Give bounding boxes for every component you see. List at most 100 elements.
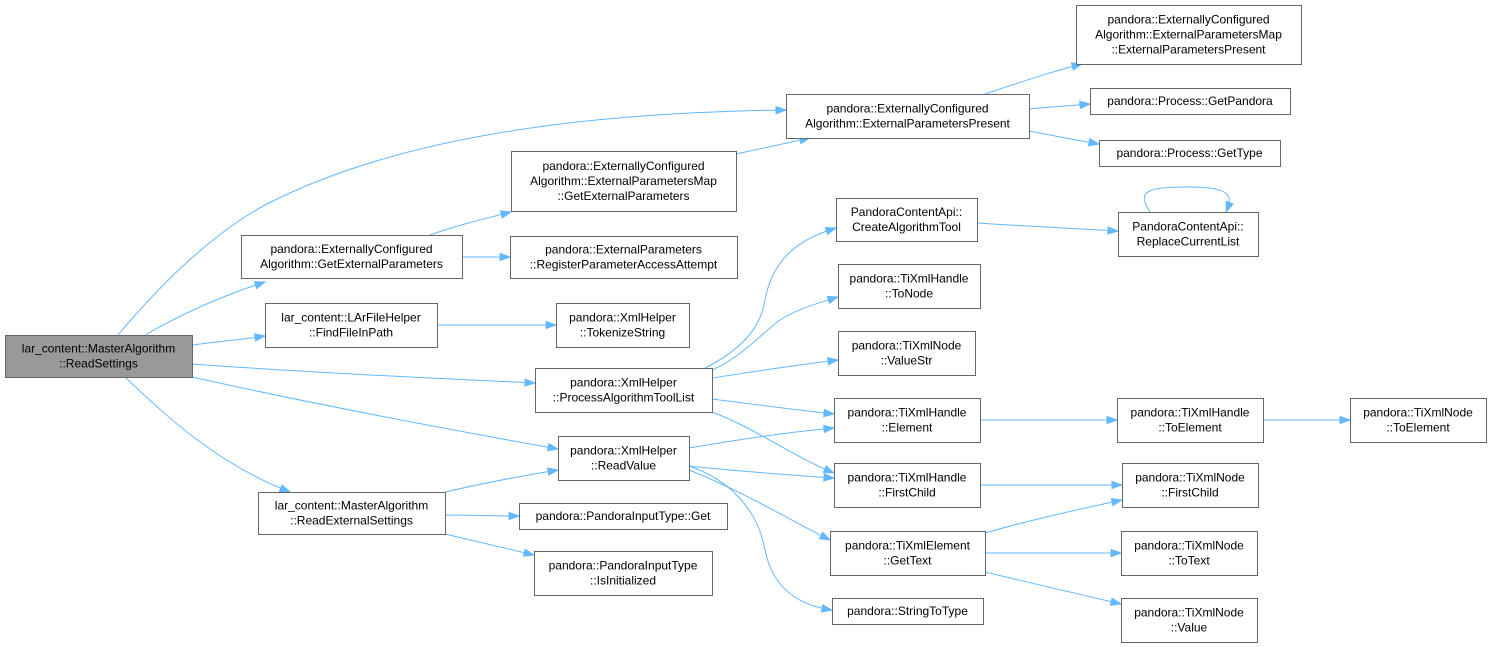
edge-read-external-settings-to-input-type-get: [444, 511, 521, 521]
edge-read-external-settings-to-input-type-is-initialized: [444, 533, 536, 557]
node-box: [1350, 398, 1487, 443]
node-box: [510, 236, 738, 279]
node-process-algorithm-tool-list[interactable]: pandora::XmlHelper::ProcessAlgorithmTool…: [535, 368, 713, 413]
node-label-line: pandora::TiXmlNode: [852, 339, 962, 353]
node-label-line: Algorithm::GetExternalParameters: [260, 257, 443, 271]
node-label-line: Algorithm::ExternalParametersMap: [530, 174, 717, 188]
node-get-pandora[interactable]: pandora::Process::GetPandora: [1090, 88, 1291, 115]
node-box: [534, 551, 713, 596]
edge-read-value-to-handle-element: [688, 424, 836, 449]
node-map-external-parameters-present[interactable]: pandora::ExternallyConfiguredAlgorithm::…: [1076, 5, 1302, 65]
node-label-line: Algorithm::ExternalParametersPresent: [805, 117, 1010, 131]
edge-replace-current-list-to-replace-current-list: [1143, 186, 1234, 214]
edge-process-algorithm-tool-list-to-create-algorithm-tool: [704, 227, 838, 369]
node-handle-first-child[interactable]: pandora::TiXmlHandle::FirstChild: [834, 463, 981, 508]
node-label-line: pandora::XmlHelper: [570, 376, 677, 390]
edge-handle-element-to-handle-to-element: [979, 415, 1119, 425]
edge-get-external-parameters-to-register-parameter-access-attempt: [461, 252, 512, 262]
node-label-line: ::IsInitialized: [590, 574, 656, 588]
edge-read-value-to-string-to-type: [688, 465, 834, 613]
node-node-first-child[interactable]: pandora::TiXmlNode::FirstChild: [1122, 463, 1259, 508]
node-create-algorithm-tool[interactable]: PandoraContentApi::CreateAlgorithmTool: [836, 198, 978, 242]
edge-root-to-read-external-settings: [124, 376, 292, 493]
edge-external-parameters-present-to-get-pandora: [1028, 100, 1092, 110]
node-map-get-external-parameters[interactable]: pandora::ExternallyConfiguredAlgorithm::…: [511, 151, 737, 212]
edge-process-algorithm-tool-list-to-node-value-str: [711, 356, 840, 379]
node-label-line: pandora::TiXmlHandle: [850, 272, 969, 286]
node-box: [535, 368, 713, 413]
node-label-line: ReplaceCurrentList: [1137, 235, 1240, 249]
node-box: [258, 492, 446, 535]
node-box: [556, 303, 690, 348]
node-register-parameter-access-attempt[interactable]: pandora::ExternalParameters::RegisterPar…: [510, 236, 738, 279]
node-replace-current-list[interactable]: PandoraContentApi::ReplaceCurrentList: [1118, 212, 1259, 257]
node-handle-to-node[interactable]: pandora::TiXmlHandle::ToNode: [838, 264, 981, 309]
node-label-line: pandora::ExternallyConfigured: [826, 102, 988, 116]
node-root[interactable]: lar_content::MasterAlgorithm::ReadSettin…: [5, 335, 193, 378]
node-node-value-str[interactable]: pandora::TiXmlNode::ValueStr: [838, 331, 976, 376]
node-box: [1076, 5, 1302, 65]
edge-root-to-external-parameters-present: [117, 105, 788, 336]
node-label-line: pandora::TiXmlNode: [1135, 471, 1245, 485]
node-handle-element[interactable]: pandora::TiXmlHandle::Element: [834, 398, 981, 443]
node-box: [1117, 398, 1264, 443]
edge-root-to-find-file-in-path: [191, 333, 267, 346]
node-node-to-element[interactable]: pandora::TiXmlNode::ToElement: [1350, 398, 1487, 443]
node-tokenize-string[interactable]: pandora::XmlHelper::TokenizeString: [556, 303, 690, 348]
node-box: [241, 235, 463, 279]
node-get-type[interactable]: pandora::Process::GetType: [1099, 140, 1281, 167]
node-label-line: ::ToNode: [885, 287, 933, 301]
edge-handle-first-child-to-node-first-child: [980, 480, 1124, 490]
node-box: [834, 398, 981, 443]
node-read-value[interactable]: pandora::XmlHelper::ReadValue: [558, 436, 690, 481]
node-external-parameters-present[interactable]: pandora::ExternallyConfiguredAlgorithm::…: [786, 94, 1030, 139]
node-label-line: pandora::TiXmlNode: [1134, 539, 1244, 553]
edge-find-file-in-path-to-tokenize-string: [436, 320, 558, 330]
edge-create-algorithm-tool-to-replace-current-list: [976, 222, 1120, 235]
node-node-to-text[interactable]: pandora::TiXmlNode::ToText: [1121, 531, 1258, 576]
node-label-line: pandora::ExternallyConfigured: [1107, 13, 1269, 27]
node-box: [511, 151, 737, 212]
node-box: [836, 198, 978, 242]
node-box: [519, 503, 728, 530]
node-node-value[interactable]: pandora::TiXmlNode::Value: [1121, 598, 1258, 643]
node-label-line: pandora::TiXmlNode: [1134, 606, 1244, 620]
node-read-external-settings[interactable]: lar_content::MasterAlgorithm::ReadExtern…: [258, 492, 446, 535]
node-label-line: ::ProcessAlgorithmToolList: [553, 391, 695, 405]
node-label-line: ::ExternalParametersPresent: [1111, 43, 1266, 57]
node-label-line: ::FirstChild: [1161, 486, 1218, 500]
node-element-get-text[interactable]: pandora::TiXmlElement::GetText: [830, 531, 986, 576]
node-find-file-in-path[interactable]: lar_content::LArFileHelper::FindFileInPa…: [265, 303, 438, 348]
node-label-line: pandora::TiXmlHandle: [1131, 406, 1250, 420]
node-label-line: ::ReadValue: [591, 459, 656, 473]
node-label-line: pandora::XmlHelper: [570, 444, 677, 458]
node-label-line: pandora::ExternalParameters: [545, 243, 702, 257]
edge-process-algorithm-tool-list-to-handle-element: [711, 398, 836, 418]
node-label-line: ::FirstChild: [878, 486, 935, 500]
edge-root-to-read-value: [191, 376, 560, 452]
node-label-line: pandora::TiXmlElement: [845, 539, 971, 553]
node-string-to-type[interactable]: pandora::StringToType: [832, 598, 984, 625]
node-label-line: ::ToElement: [1386, 421, 1450, 435]
node-box: [1099, 140, 1281, 167]
node-input-type-get[interactable]: pandora::PandoraInputType::Get: [519, 503, 728, 530]
edge-read-value-to-handle-first-child: [688, 465, 836, 482]
node-handle-to-element[interactable]: pandora::TiXmlHandle::ToElement: [1117, 398, 1264, 443]
node-get-external-parameters[interactable]: pandora::ExternallyConfiguredAlgorithm::…: [241, 235, 463, 279]
node-label-line: pandora::TiXmlHandle: [848, 406, 967, 420]
node-label-line: ::GetText: [883, 554, 932, 568]
node-label-line: ::ToText: [1168, 554, 1210, 568]
node-label-line: ::ValueStr: [881, 354, 933, 368]
node-box: [265, 303, 438, 348]
node-label-line: ::ReadExternalSettings: [290, 514, 413, 528]
node-box: [5, 335, 193, 378]
edge-external-parameters-present-to-get-type: [1028, 130, 1101, 147]
edge-process-algorithm-tool-list-to-handle-to-node: [711, 295, 840, 371]
node-label-line: pandora::TiXmlHandle: [848, 471, 967, 485]
node-label-line: pandora::Process::GetType: [1116, 146, 1262, 160]
node-box: [1122, 463, 1259, 508]
edges-layer: [117, 62, 1352, 613]
node-input-type-is-initialized[interactable]: pandora::PandoraInputType::IsInitialized: [534, 551, 713, 596]
edge-map-get-external-parameters-to-external-parameters-present: [735, 135, 812, 155]
node-box: [838, 264, 981, 309]
